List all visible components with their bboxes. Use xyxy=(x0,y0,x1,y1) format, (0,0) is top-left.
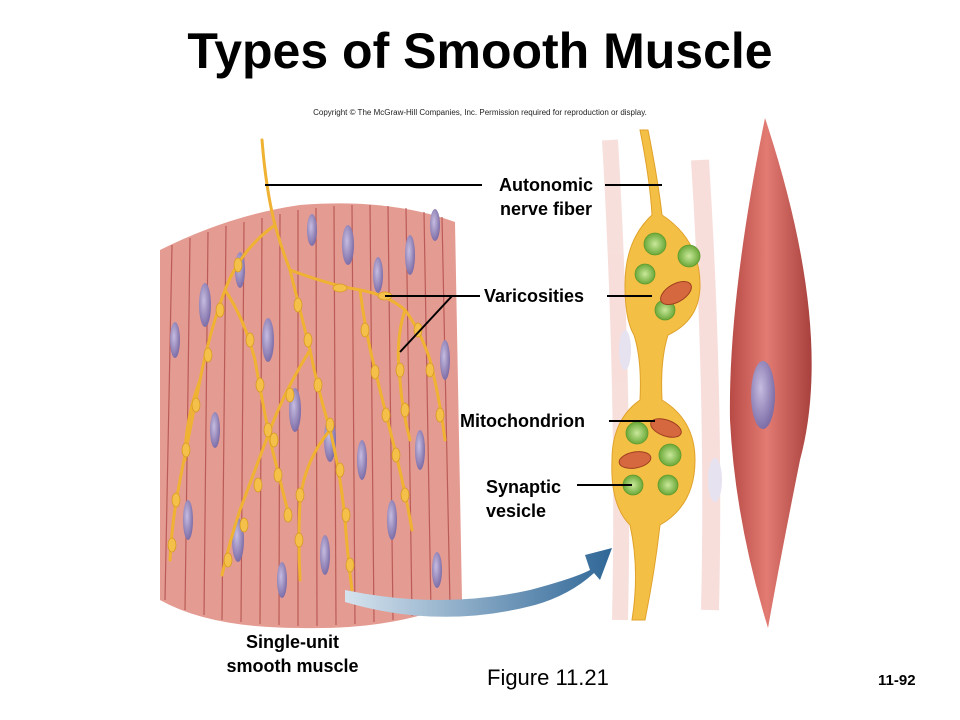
spindle-muscle-cell xyxy=(729,118,812,628)
synaptic-label-line1: Synaptic xyxy=(486,477,562,497)
figure-caption: Figure 11.21 xyxy=(487,665,609,690)
single-unit-smooth-muscle-label: Single-unit smooth muscle xyxy=(205,630,380,678)
varicosity-beads xyxy=(167,257,445,573)
autonomic-nerve-fiber-label: Autonomic nerve fiber xyxy=(490,173,602,221)
magnified-nerve-fiber xyxy=(611,129,701,621)
slide-number: 11-92 xyxy=(878,672,916,689)
mitochondrion-label: Mitochondrion xyxy=(460,411,585,431)
zoom-arrow xyxy=(345,548,612,617)
mitochondria xyxy=(618,280,692,469)
single-unit-muscle-block xyxy=(160,138,462,629)
copyright-notice: Copyright © The McGraw-Hill Companies, I… xyxy=(313,108,647,117)
synaptic-vesicles xyxy=(622,232,701,496)
autonomic-label-line2: nerve fiber xyxy=(499,199,593,219)
single-unit-label-line1: Single-unit xyxy=(246,632,339,652)
single-unit-label-line2: smooth muscle xyxy=(226,656,359,676)
varicosities-label: Varicosities xyxy=(484,286,585,306)
autonomic-label-line1: Autonomic xyxy=(499,175,593,195)
slide-title: Types of Smooth Muscle xyxy=(187,23,773,79)
background-fibers-right xyxy=(602,139,722,621)
synaptic-vesicle-label: Synaptic vesicle xyxy=(486,475,561,523)
synaptic-label-line2: vesicle xyxy=(486,501,547,521)
leader-lines xyxy=(265,184,662,486)
